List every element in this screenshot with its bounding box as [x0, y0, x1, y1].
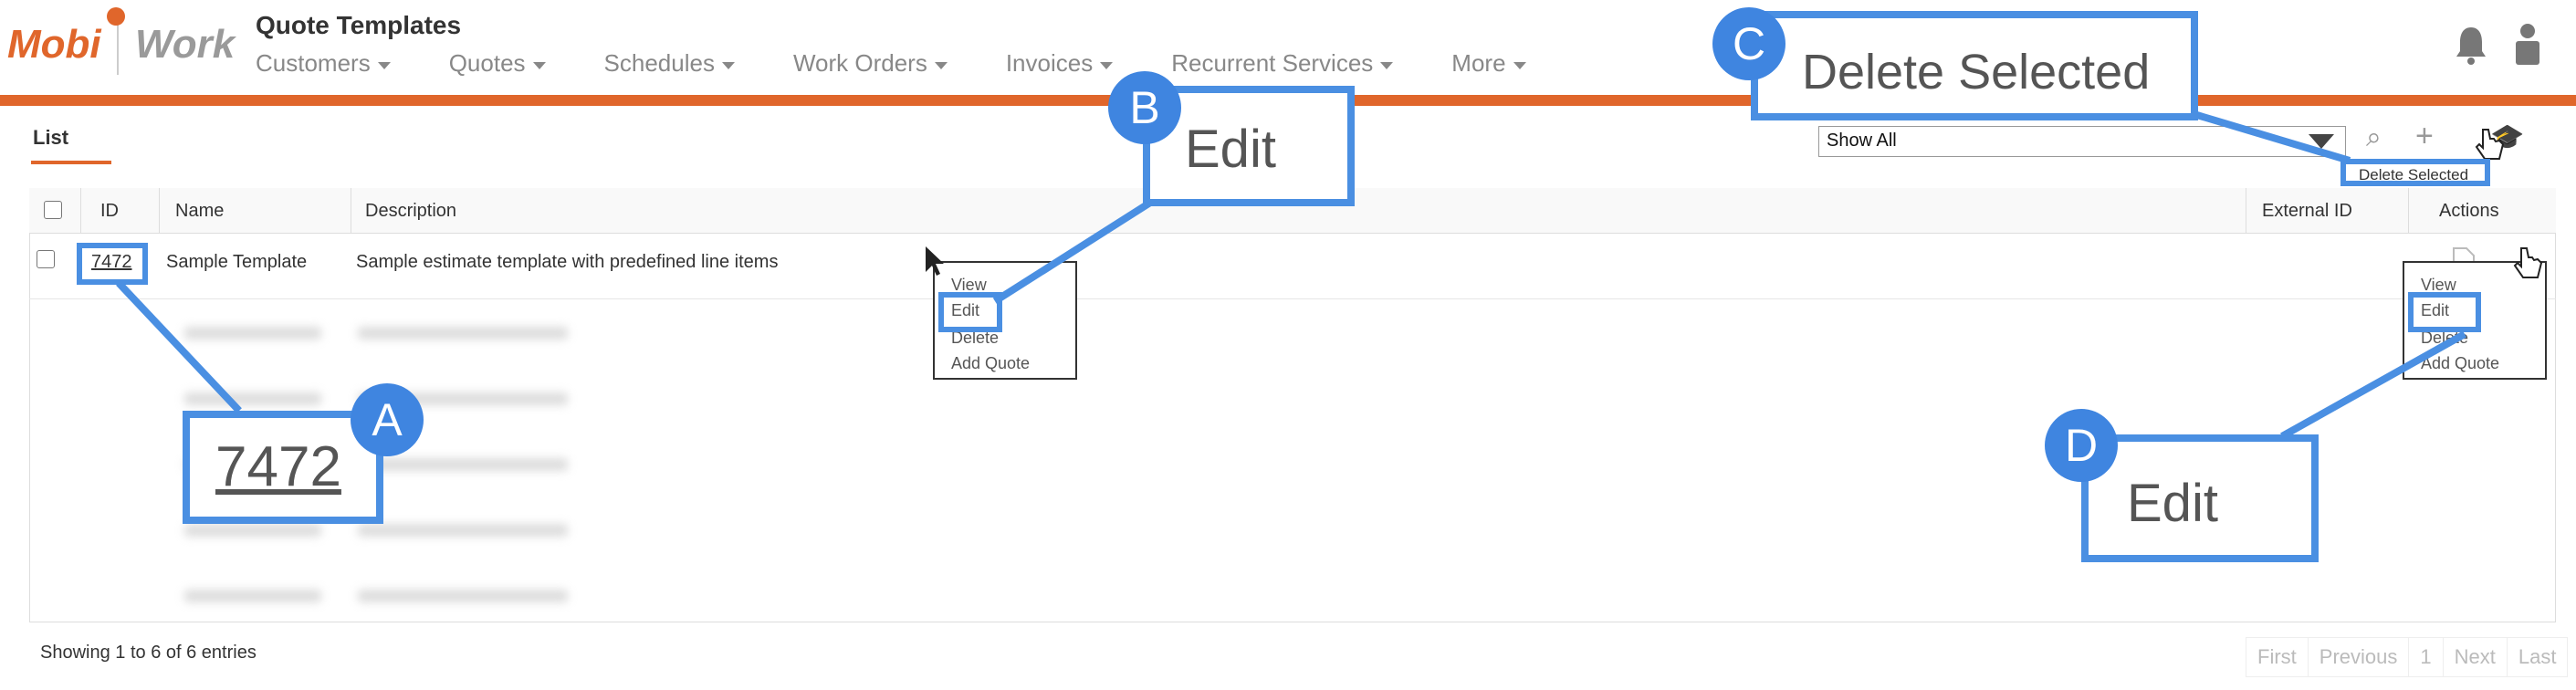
nav-quotes[interactable]: Quotes: [449, 49, 546, 78]
logo-figure-icon: [107, 7, 125, 26]
nav-recurrent-services[interactable]: Recurrent Services: [1171, 49, 1394, 78]
select-all-checkbox[interactable]: [44, 201, 62, 219]
chevron-down-icon: [934, 61, 948, 69]
callout-c: Delete Selected: [1751, 11, 2198, 120]
nav-label: Customers: [256, 49, 371, 77]
badge-b: B: [1108, 71, 1181, 144]
highlight-edit-actions: [2408, 292, 2481, 332]
logo-text-work: Work: [135, 22, 236, 67]
pager-last[interactable]: Last: [2518, 645, 2557, 668]
hand-cursor-icon: [2475, 129, 2505, 160]
nav-schedules[interactable]: Schedules: [604, 49, 735, 78]
menu-edit[interactable]: Edit: [2421, 301, 2450, 319]
callout-d-text: Edit: [2127, 474, 2218, 533]
template-name: Sample Template: [166, 252, 308, 272]
header-actions: Actions: [2439, 201, 2499, 221]
logo-text-mobi: Mobi: [7, 22, 101, 67]
menu-add-quote[interactable]: Add Quote: [2421, 354, 2500, 372]
main-nav: Customers Quotes Schedules Work Orders I…: [256, 49, 1585, 78]
menu-add-quote[interactable]: Add Quote: [951, 354, 1031, 372]
tab-active-underline: [31, 161, 111, 164]
chevron-down-icon: [1100, 61, 1114, 69]
header-name[interactable]: Name: [175, 201, 225, 221]
badge-c: C: [1712, 7, 1785, 80]
column-divider: [80, 188, 81, 234]
caret-down-icon: [2309, 134, 2334, 149]
template-description: Sample estimate template with predefined…: [356, 252, 779, 272]
menu-view[interactable]: View: [2421, 276, 2456, 294]
tab-list[interactable]: List: [33, 126, 69, 149]
hand-cursor-icon: [2513, 247, 2543, 278]
pager-next[interactable]: Next: [2444, 638, 2508, 676]
actions-context-menu: View Edit Delete Add Quote: [2403, 261, 2547, 380]
nav-label: Work Orders: [792, 49, 927, 77]
mouse-pointer-icon: [926, 246, 944, 276]
nav-label: Schedules: [603, 49, 715, 77]
page-title: Quote Templates: [256, 11, 462, 39]
header-id[interactable]: ID: [100, 201, 119, 221]
nav-label: Recurrent Services: [1171, 49, 1374, 77]
delete-selected-tooltip-label: Delete Selected: [2359, 166, 2469, 183]
badge-d: D: [2045, 409, 2118, 482]
delete-selected-tooltip[interactable]: Delete Selected: [2340, 159, 2490, 186]
nav-customers[interactable]: Customers: [256, 49, 391, 78]
highlight-edit-menu: [938, 292, 1002, 332]
menu-edit[interactable]: Edit: [951, 301, 980, 319]
pagination: First Previous 1 Next Last: [2246, 637, 2569, 677]
mobiwork-logo[interactable]: Mobi Work: [7, 5, 235, 78]
pager-first[interactable]: First: [2246, 638, 2309, 676]
nav-work-orders[interactable]: Work Orders: [793, 49, 948, 78]
pager-previous[interactable]: Previous: [2309, 638, 2410, 676]
menu-view[interactable]: View: [951, 276, 987, 294]
template-id-link[interactable]: 7472: [91, 252, 132, 272]
logo-divider: [117, 15, 119, 75]
row-context-menu: View Edit Delete Add Quote: [933, 261, 1077, 380]
header-external-id[interactable]: External ID: [2262, 201, 2352, 221]
nav-more[interactable]: More: [1451, 49, 1526, 78]
highlight-id-link: [77, 243, 148, 285]
filter-select-value: Show All: [1827, 131, 1897, 151]
table-row[interactable]: 7472 Sample Template Sample estimate tem…: [29, 234, 2556, 299]
chevron-down-icon: [1513, 61, 1526, 69]
callout-c-text: Delete Selected: [1802, 45, 2151, 99]
callout-d: Edit: [2081, 434, 2319, 562]
user-icon[interactable]: [2512, 22, 2543, 68]
nav-label: Quotes: [448, 49, 526, 77]
column-divider: [159, 188, 160, 234]
pager-page[interactable]: 1: [2409, 638, 2444, 676]
chevron-down-icon: [1380, 61, 1394, 69]
nav-invoices[interactable]: Invoices: [1005, 49, 1114, 78]
callout-a-text: 7472: [215, 435, 341, 498]
notification-bell-icon[interactable]: [2454, 24, 2488, 66]
search-icon[interactable]: ⌕: [2366, 122, 2382, 152]
nav-label: More: [1451, 49, 1506, 77]
callout-b: Edit: [1143, 86, 1355, 206]
callout-a: 7472: [183, 411, 383, 524]
row-checkbox[interactable]: [37, 250, 55, 268]
menu-delete[interactable]: Delete: [951, 329, 1000, 347]
chevron-down-icon: [532, 61, 546, 69]
add-icon[interactable]: +: [2415, 119, 2434, 153]
badge-a: A: [351, 383, 424, 456]
callout-b-text: Edit: [1185, 120, 1276, 179]
column-divider: [2408, 188, 2409, 234]
header-description[interactable]: Description: [365, 201, 457, 221]
chevron-down-icon: [721, 61, 735, 69]
chevron-down-icon: [377, 61, 391, 69]
nav-label: Invoices: [1005, 49, 1094, 77]
entries-info: Showing 1 to 6 of 6 entries: [40, 643, 257, 663]
